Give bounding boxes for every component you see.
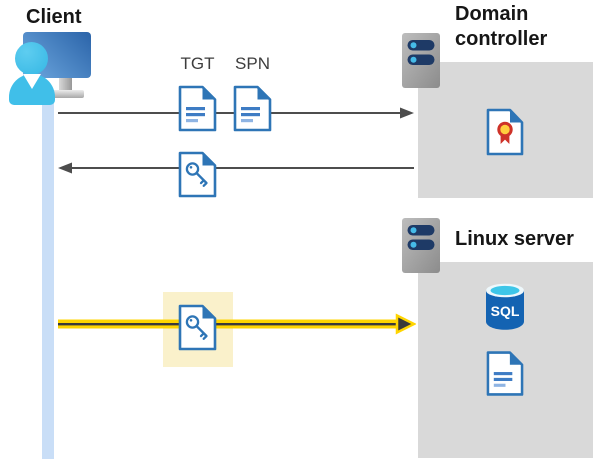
key-document-highlighted-icon xyxy=(178,304,217,351)
request-arrow-right-icon xyxy=(58,107,414,119)
sql-database-icon: SQL xyxy=(486,283,524,330)
monitor-stand-base xyxy=(46,90,84,98)
linux-server-label: Linux server xyxy=(455,228,574,250)
certificate-icon xyxy=(486,108,524,156)
client-person-collar xyxy=(23,74,41,89)
response-arrow-left-icon xyxy=(58,162,414,174)
sql-badge-text: SQL xyxy=(491,303,520,319)
domain-controller-server-icon xyxy=(402,33,440,88)
client-person-icon xyxy=(15,42,48,75)
spn-label: SPN xyxy=(235,54,270,73)
tgt-label: TGT xyxy=(180,54,215,73)
keytab-document-icon xyxy=(486,351,524,396)
monitor-stand-neck xyxy=(59,78,72,91)
domain-controller-label: Domain controller xyxy=(455,3,548,50)
auth-arrow-yellow-icon xyxy=(58,313,416,335)
tgt-document-icon xyxy=(178,85,217,132)
key-document-icon xyxy=(178,151,217,198)
linux-server-server-icon xyxy=(402,218,440,273)
client-label: Client xyxy=(26,6,82,28)
spn-document-icon xyxy=(233,85,272,132)
client-lifeline xyxy=(42,98,54,459)
